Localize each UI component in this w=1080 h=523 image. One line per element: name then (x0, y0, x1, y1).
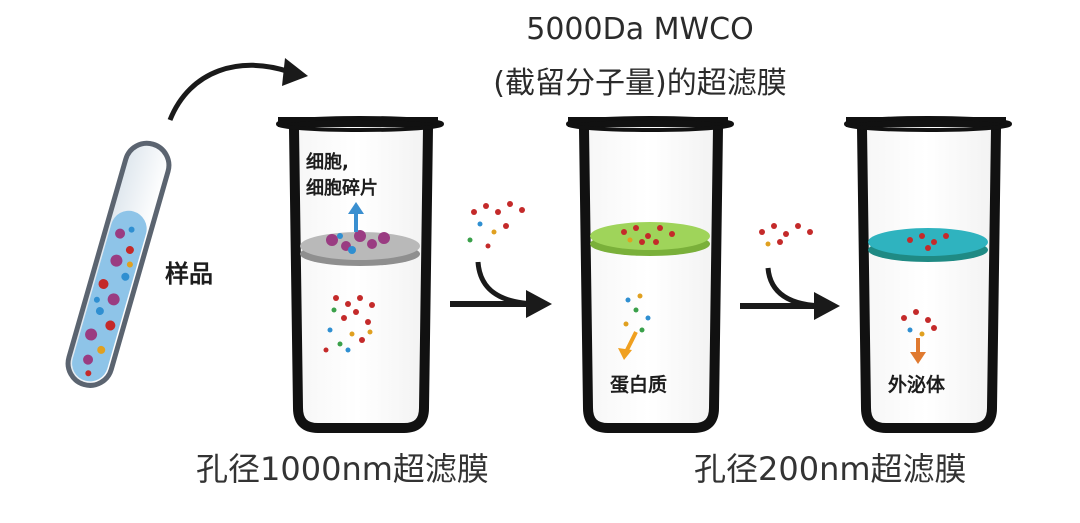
retained-particles-3 (907, 233, 949, 251)
transfer-particles-2 (759, 223, 813, 247)
filtrate-particles-2 (623, 293, 651, 333)
beaker-3 (844, 116, 1012, 433)
caption-1000nm: 孔径1000nm超滤膜 (196, 450, 489, 488)
title-line-1: 5000Da MWCO (526, 12, 754, 47)
exosome-label: 外泌体 (888, 374, 946, 396)
flow-arrow-1 (450, 201, 552, 318)
down-arrow-icon (910, 338, 926, 364)
protein-label: 蛋白质 (610, 374, 668, 396)
curved-arrow-icon (167, 58, 308, 121)
caption-200nm: 孔径200nm超滤膜 (694, 450, 967, 488)
sample-label: 样品 (165, 260, 213, 288)
beaker-1 (276, 116, 444, 433)
membrane-5000da (590, 222, 710, 256)
down-arrow-icon (618, 331, 638, 360)
flow-arrow-2 (740, 223, 840, 320)
tube-particles (83, 226, 135, 377)
beaker-2 (566, 116, 734, 433)
test-tube (65, 140, 172, 388)
title-line-2: (截留分子量)的超滤膜 (493, 66, 787, 101)
cells-label-line-1: 细胞, (306, 152, 349, 173)
cells-label-line-2: 细胞碎片 (306, 178, 378, 199)
up-arrow-icon (348, 202, 364, 232)
retained-particles-2 (621, 225, 675, 245)
filtrate-particles-1 (323, 295, 375, 353)
retained-cells (326, 230, 390, 254)
transfer-particles-1 (467, 201, 525, 249)
filtrate-particles-3 (901, 309, 937, 337)
